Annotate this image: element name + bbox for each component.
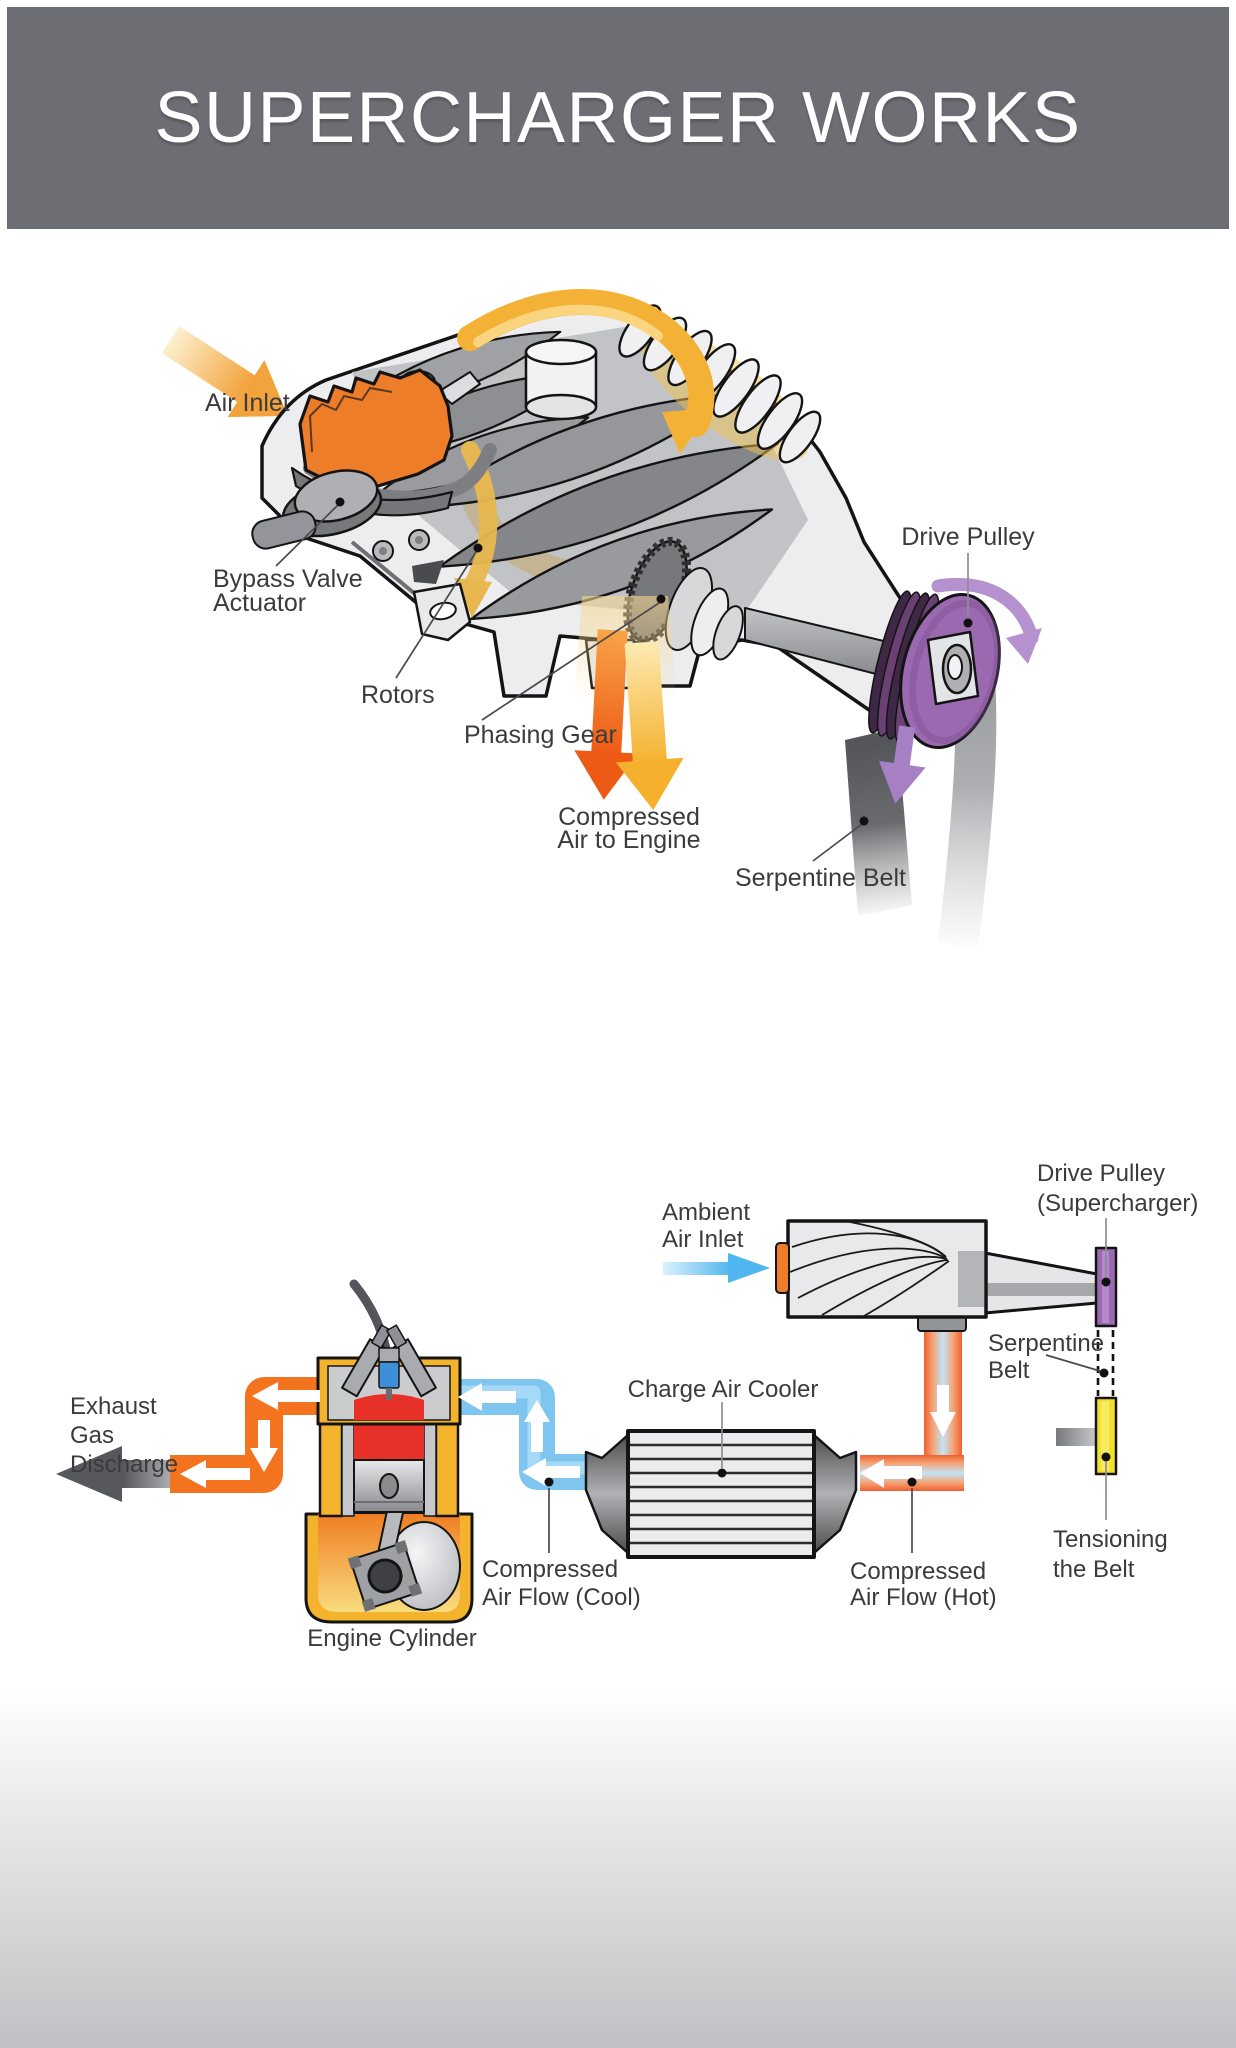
label-serpentine-line2: Belt: [988, 1357, 1030, 1384]
leader-lines-bottom: [544, 1218, 1111, 1553]
cool-flow-arrows: [458, 1383, 580, 1486]
bottom-gradient: [0, 1688, 1236, 2048]
label-air-inlet: Air Inlet: [205, 389, 290, 417]
label-cool-line2: Air Flow (Cool): [482, 1584, 641, 1611]
airflow-schematic-diagram: Ambient Air Inlet Drive Pulley (Supercha…: [56, 1160, 1198, 1652]
inlet-port-small: [775, 1242, 790, 1294]
label-bypass-valve-line1: Bypass Valve: [213, 565, 363, 593]
air-inlet-port-detail: [308, 386, 393, 453]
crank-journal: [347, 1540, 423, 1612]
rotation-arrow-top: [457, 289, 715, 454]
supercharger-cutaway-diagram: Air Inlet Bypass Valve Actuator Rotors P…: [161, 289, 1042, 950]
mounting-foot: [412, 582, 472, 642]
label-exhaust-line1: Exhaust: [70, 1393, 157, 1420]
serpentine-belt-dashed: [1096, 1330, 1115, 1396]
drive-pulley: [868, 590, 1001, 750]
tensioner-pulley: [1056, 1396, 1118, 1476]
air-inlet-port: [298, 368, 454, 488]
label-serpentine-belt: Serpentine Belt: [735, 864, 906, 892]
ambient-air-arrow: [663, 1253, 770, 1283]
label-phasing-gear: Phasing Gear: [464, 721, 617, 749]
label-tensioning-line1: Tensioning: [1053, 1526, 1168, 1553]
exhaust-valve: [386, 1324, 437, 1398]
label-drive-pulley-sc-line2: (Supercharger): [1037, 1190, 1198, 1217]
bypass-valve-actuator: [251, 466, 454, 600]
label-exhaust-line3: Discharge: [70, 1451, 178, 1478]
label-exhaust-line2: Gas: [70, 1422, 114, 1449]
label-engine-cylinder: Engine Cylinder: [307, 1625, 476, 1652]
flow-arrows-white: [180, 1382, 956, 1488]
label-bypass-valve-line2: Actuator: [213, 589, 306, 617]
exhaust-pipe: [170, 1377, 322, 1493]
pulley-rotation-arrow: [931, 578, 1042, 664]
label-compressed-air-line1: Compressed: [558, 803, 700, 831]
label-rotors: Rotors: [361, 681, 435, 709]
compressor-blades: [789, 1221, 950, 1317]
hot-flow-arrows: [860, 1385, 956, 1488]
title-bar: SUPERCHARGER WORKS: [7, 7, 1229, 229]
rotor-lobes: [343, 330, 779, 621]
supercharger-unit: [775, 1219, 1099, 1319]
drive-pulley-small: [1094, 1246, 1118, 1328]
housing-bolts: [372, 529, 444, 584]
leader-lines-top: [275, 497, 973, 862]
label-ambient-line2: Air Inlet: [662, 1226, 744, 1253]
label-hot-line1: Compressed: [850, 1558, 986, 1585]
inlet-stub-cylinder: [524, 338, 598, 421]
label-drive-pulley: Drive Pulley: [901, 523, 1035, 551]
phasing-gear: [623, 536, 744, 661]
label-hot-line2: Air Flow (Hot): [850, 1584, 997, 1611]
belt-direction-arrow: [879, 725, 926, 804]
label-compressed-air-line2: Air to Engine: [557, 826, 700, 854]
label-ambient-line1: Ambient: [662, 1199, 750, 1226]
air-inlet-arrow: [161, 326, 288, 418]
label-tensioning-line2: the Belt: [1053, 1556, 1135, 1583]
charge-air-cooler: [584, 1429, 858, 1559]
compressed-air-arrows: [574, 596, 684, 810]
label-cool-line1: Compressed: [482, 1556, 618, 1583]
label-drive-pulley-sc-line1: Drive Pulley: [1037, 1160, 1165, 1187]
exhaust-flow-arrows: [180, 1382, 320, 1488]
page-title: SUPERCHARGER WORKS: [154, 78, 1082, 158]
label-serpentine-line1: Serpentine: [988, 1330, 1104, 1357]
spark-plug: [378, 1347, 400, 1400]
engine-cylinder-assembly: [304, 1279, 474, 1624]
label-charge-air-cooler: Charge Air Cooler: [628, 1376, 819, 1403]
